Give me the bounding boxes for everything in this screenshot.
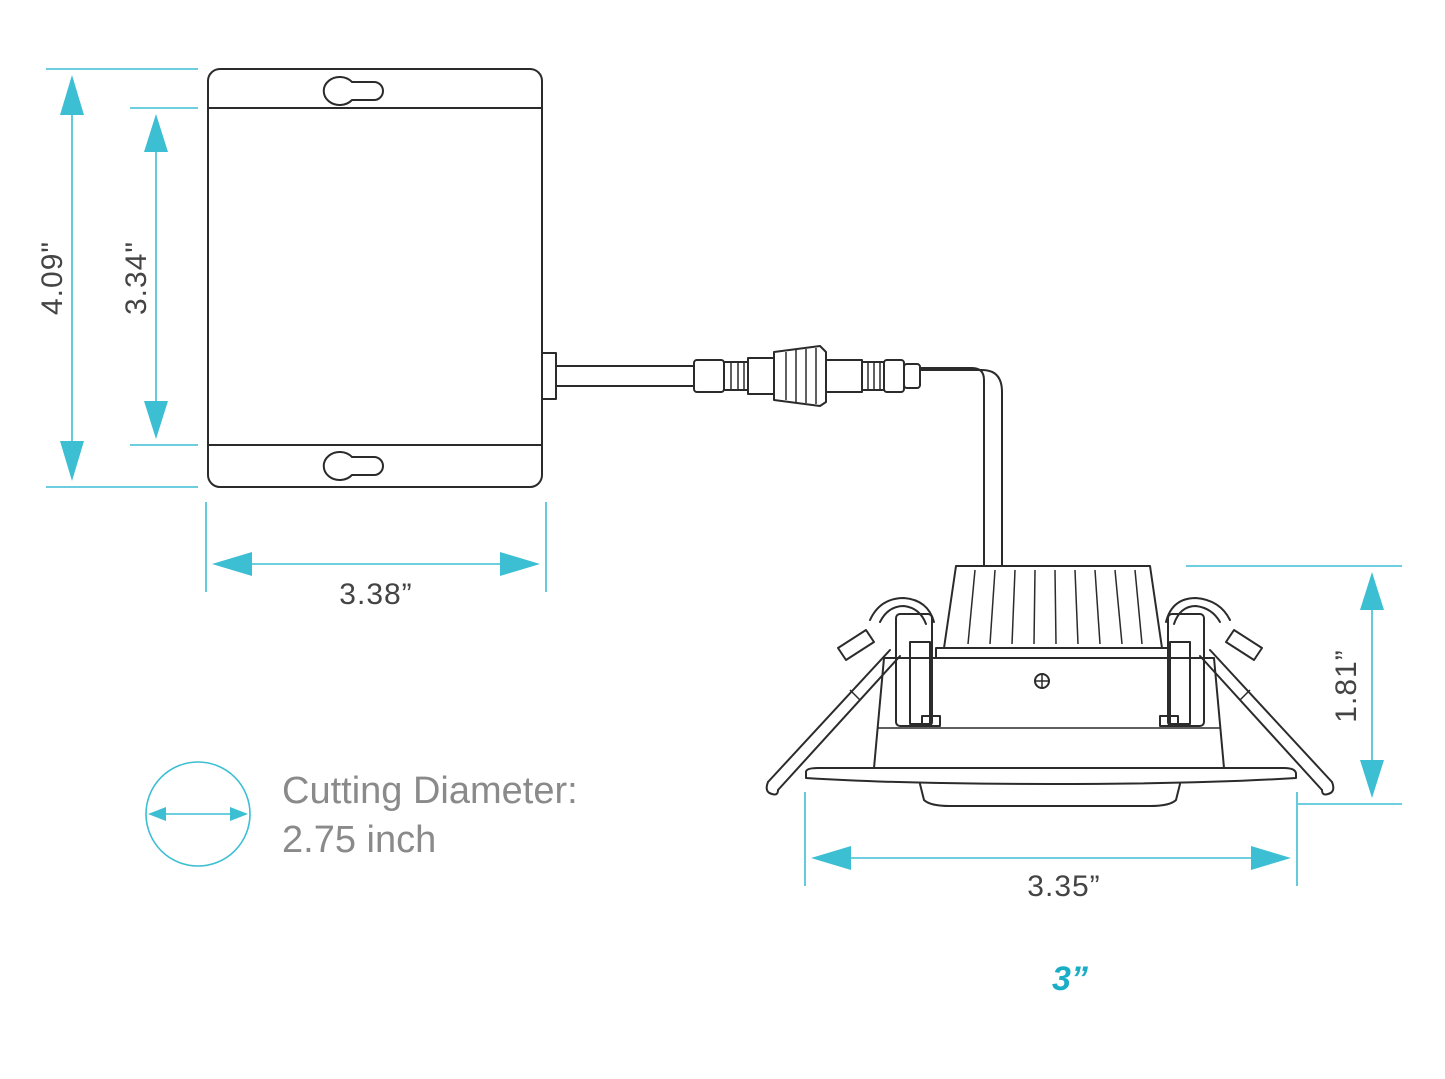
spring-clip-left: [765, 597, 941, 796]
cutting-diameter-circle: [145, 761, 251, 867]
spring-clip-right: [1159, 597, 1335, 796]
box-height-inner-label: 3.34": [120, 241, 153, 315]
dimension-box-width: 3.38”: [205, 502, 547, 611]
fixture-size-label: 3”: [1052, 960, 1088, 998]
keyhole-slot-bottom: [322, 451, 384, 481]
recessed-light: [765, 565, 1335, 807]
dimension-box-height-total: 4.09": [36, 68, 198, 488]
light-height-label: 1.81”: [1330, 649, 1363, 722]
cutting-diameter-note: Cutting Diameter: 2.75 inch: [145, 761, 578, 867]
cutting-diameter-line2: 2.75 inch: [282, 819, 436, 861]
dimension-light-height: 1.81”: [1186, 565, 1402, 805]
cable-connector: [555, 345, 1003, 567]
box-width-label: 3.38”: [339, 578, 412, 611]
keyhole-slot-top: [322, 76, 384, 106]
dimension-box-height-inner: 3.34": [120, 107, 198, 446]
light-width-label: 3.35”: [1027, 870, 1100, 903]
dimension-light-width: 3.35”: [804, 792, 1298, 903]
box-height-total-label: 4.09": [36, 241, 69, 315]
cutting-diameter-line1: Cutting Diameter:: [282, 770, 578, 812]
junction-box: [207, 68, 557, 488]
